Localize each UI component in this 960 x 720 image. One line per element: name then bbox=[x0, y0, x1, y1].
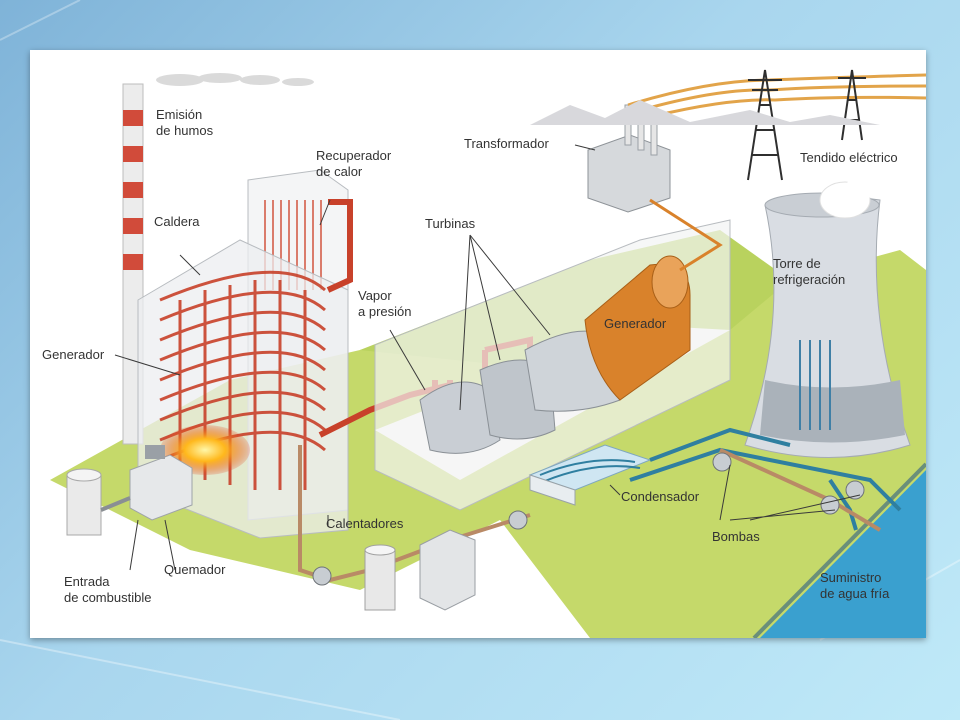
generator-cable bbox=[649, 198, 723, 272]
fuel-tank bbox=[66, 468, 102, 536]
label-recuperador-calor: Recuperador de calor bbox=[316, 148, 392, 179]
label-turbinas: Turbinas bbox=[425, 216, 476, 231]
background-hills bbox=[530, 100, 880, 125]
burner-unit bbox=[129, 445, 193, 521]
power-lines bbox=[627, 73, 926, 118]
label-transformador: Transformador bbox=[464, 136, 549, 151]
boiler-building bbox=[137, 239, 349, 539]
label-caldera: Caldera bbox=[154, 214, 200, 229]
cold-water-supply bbox=[760, 470, 926, 638]
diagram-illustration bbox=[50, 69, 926, 638]
label-suministro-agua: Suministro de agua fría bbox=[820, 570, 890, 601]
leader-lines bbox=[114, 144, 861, 571]
power-plant-diagram: Emisión de humos Recuperador de calor Ca… bbox=[30, 50, 926, 638]
label-generador-caldera: Generador bbox=[42, 347, 105, 362]
label-entrada-combustible: Entrada de combustible bbox=[64, 574, 152, 605]
label-calentadores: Calentadores bbox=[326, 516, 404, 531]
heater-tank bbox=[364, 544, 396, 611]
smoke-emission bbox=[156, 73, 314, 86]
label-bombas: Bombas bbox=[712, 529, 760, 544]
label-vapor-presion: Vapor a presión bbox=[358, 288, 412, 319]
heater-box bbox=[419, 529, 476, 611]
cooling-tower bbox=[744, 172, 911, 458]
label-quemador: Quemador bbox=[164, 562, 226, 577]
fuel-pipe bbox=[100, 496, 131, 512]
label-torre-refrigeracion: Torre de refrigeración bbox=[773, 256, 846, 287]
turbine-hall bbox=[374, 219, 731, 511]
label-emision-humos: Emisión de humos bbox=[156, 107, 214, 138]
turbine-1 bbox=[419, 381, 501, 454]
label-condensador: Condensador bbox=[621, 489, 700, 504]
label-tendido-electrico: Tendido eléctrico bbox=[800, 150, 898, 165]
label-generador-turbina: Generador bbox=[604, 316, 667, 331]
